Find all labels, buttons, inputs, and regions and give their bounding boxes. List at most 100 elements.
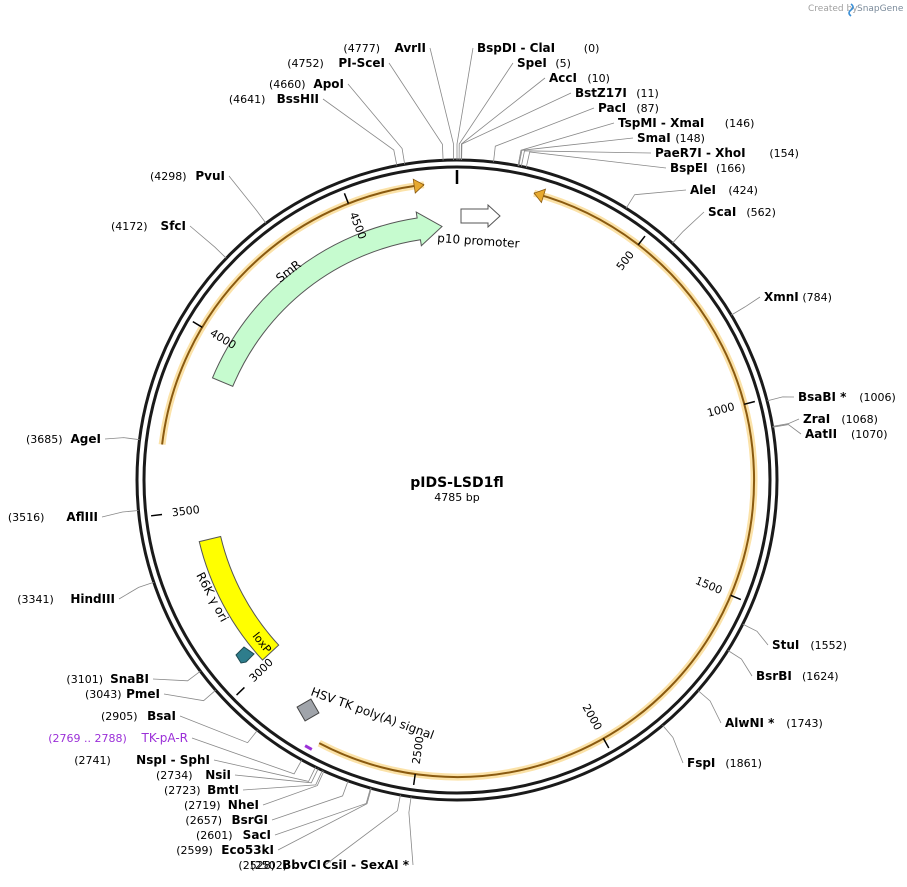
credit-created-by: Created by	[808, 4, 858, 14]
site-leader-aatii	[772, 424, 802, 435]
tick-label-500: 500	[614, 248, 637, 273]
site-saci: SacI (2601)	[196, 787, 371, 842]
tick-2000	[602, 738, 610, 749]
site-leader-bmti	[242, 770, 323, 791]
site-leader-bsrgi	[271, 780, 349, 821]
site-name: ZraI	[803, 412, 830, 426]
site-name: HindIII	[70, 592, 115, 606]
site-position: (562)	[746, 206, 776, 219]
site-leader-agei	[104, 437, 140, 441]
site-bsai: BsaI(2905)	[101, 709, 258, 744]
site-name: CsiI - SexAI *	[322, 858, 409, 872]
site-position: (4172)	[111, 220, 148, 233]
site-leader-bsai	[179, 715, 258, 744]
site-name: BsaI	[147, 709, 176, 723]
site-aatii: AatII(1070)	[772, 424, 888, 441]
site-position: (146)	[725, 117, 755, 130]
site-bspdi: BspDI - ClaI (0)	[456, 41, 600, 160]
site-position: (2769 .. 2788)	[48, 732, 127, 745]
site-name: PacI	[598, 101, 626, 115]
site-leader-fspi	[662, 724, 684, 764]
site-leader-bbvci	[324, 794, 401, 866]
site-nsii: NsiI(2734)	[156, 768, 319, 784]
backbone-inner-strand	[142, 165, 772, 795]
site-position: (4298)	[150, 170, 187, 183]
site-zrai: ZraI(1068)	[772, 412, 878, 427]
site-leader-zrai	[772, 418, 800, 427]
site-name: BsrGI	[231, 813, 268, 827]
site-eco53ki: Eco53kI(2599)	[176, 788, 372, 857]
site-name: BmtI	[207, 783, 239, 797]
site-position: (1624)	[802, 670, 839, 683]
site-leader-tk-pa-r	[191, 737, 303, 775]
primer-arc-tk-pa-r	[304, 744, 313, 751]
site-leader-bspdi	[456, 47, 474, 160]
site-name: SpeI	[517, 56, 547, 70]
site-leader-tspmi	[517, 122, 615, 166]
site-tk-pa-r: TK-pA-R(2769 .. 2788)	[48, 731, 303, 775]
site-pvui: PvuI (4298)	[150, 169, 267, 224]
site-name: SfcI	[161, 219, 186, 233]
site-name: BsaBI *	[798, 390, 847, 404]
site-scai: ScaI (562)	[672, 205, 776, 244]
site-position: (3341)	[17, 593, 54, 606]
site-position: (2601)	[196, 829, 233, 842]
site-name: TspMI - XmaI	[618, 116, 704, 130]
site-name: AflIII	[66, 510, 98, 524]
tick-3500	[151, 513, 163, 517]
site-name: BspDI - ClaI	[477, 41, 555, 55]
site-leader-bsshii	[322, 98, 398, 166]
site-leader-smai	[518, 137, 634, 167]
site-fspi: FspI(1861)	[662, 724, 762, 770]
site-name: SmaI	[637, 131, 671, 145]
site-name: BspEI	[670, 161, 708, 175]
site-leader-pmei	[163, 689, 216, 702]
site-name: StuI	[772, 638, 799, 652]
site-bstz17i: BstZ17I(11)	[461, 86, 659, 161]
site-bsshii: BssHII (4641)	[229, 92, 398, 166]
site-spei: SpeI(5)	[458, 56, 571, 161]
site-position: (1070)	[851, 428, 888, 441]
site-nspi: NspI - SphI(2741)	[74, 753, 316, 782]
site-leader-afliii	[101, 510, 139, 518]
site-leader-saci	[274, 787, 371, 836]
site-name: NheI	[228, 798, 259, 812]
site-position: (0)	[584, 42, 600, 55]
site-agei: AgeI(3685)	[26, 432, 140, 446]
site-name: BssHII	[277, 92, 319, 106]
site-leader-alei	[625, 189, 687, 209]
tick-2500	[412, 773, 416, 786]
site-name: SnaBI	[110, 672, 149, 686]
site-bsrbi: BsrBI(1624)	[727, 650, 839, 683]
site-position: (166)	[716, 162, 746, 175]
site-name: AgeI	[71, 432, 101, 446]
site-position: (4777)	[343, 42, 380, 55]
site-tspmi: TspMI - XmaI (146)	[517, 116, 755, 166]
site-position: (4641)	[229, 93, 266, 106]
site-position: (784)	[802, 291, 832, 304]
site-position: (87)	[636, 102, 659, 115]
tick-label-2000: 2000	[579, 702, 604, 733]
site-name: XmnI	[764, 290, 799, 304]
site-hindiii: HindIII (3341)	[17, 581, 154, 606]
site-name: NsiI	[205, 768, 231, 782]
site-smai: SmaI(148)	[518, 131, 705, 167]
site-name: PvuI	[195, 169, 225, 183]
site-apoi: ApoI(4660)	[269, 77, 406, 165]
site-position: (1743)	[786, 717, 823, 730]
tick-3000	[236, 686, 245, 696]
site-name: ScaI	[708, 205, 736, 219]
site-name: BstZ17I	[575, 86, 627, 100]
site-position: (2657)	[185, 814, 222, 827]
feature-smr-shape	[211, 211, 443, 388]
site-position: (10)	[587, 72, 610, 85]
site-position: (2502)	[250, 859, 287, 872]
site-leader-avrii	[429, 47, 454, 161]
site-name: AlwNI *	[725, 716, 775, 730]
feature-loxp-arrow	[235, 646, 255, 664]
site-name: SacI	[243, 828, 271, 842]
tick-4000	[192, 320, 203, 328]
site-leader-bsabi	[767, 396, 795, 402]
tick-label-2500: 2500	[410, 735, 427, 765]
